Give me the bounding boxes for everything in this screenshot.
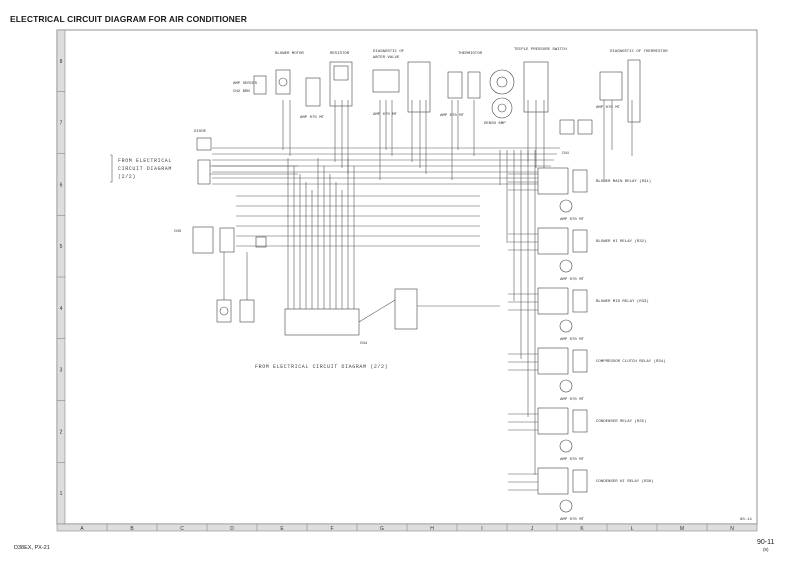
svg-text:(2/2): (2/2)	[118, 174, 136, 180]
relay-label: COMPRESSOR CLUTCH RELAY (R34)	[596, 359, 666, 364]
relay-4: COMPRESSOR CLUTCH RELAY (R34) AMP 070 MT	[508, 347, 666, 402]
thermistor: THERMISTOR AMP 070 MT	[440, 52, 483, 118]
relay-column: BLOWER MAIN RELAY (R31)AMP 070 MTBLOWER …	[508, 167, 666, 522]
from-circuit-bottom-label: FROM ELECTRICAL CIRCUIT DIAGRAM (2/2)	[255, 364, 388, 370]
relay-label: BLOWER MAIN RELAY (R31)	[596, 179, 651, 184]
relay-label: CONDENSER HI RELAY (R36)	[596, 479, 654, 484]
svg-text:DIAGNOSTIC OF THERMISTOR: DIAGNOSTIC OF THERMISTOR	[610, 50, 668, 54]
svg-text:AMP 070 MT: AMP 070 MT	[560, 218, 585, 222]
grid-column-label: L	[631, 526, 634, 532]
grid-row-label: 4	[60, 306, 63, 312]
svg-text:CN1: CN1	[562, 152, 570, 156]
relay-label: BLOWER MID RELAY (R33)	[596, 299, 649, 304]
svg-text:CN3: CN3	[174, 230, 182, 234]
grid-row-label: 1	[60, 491, 63, 497]
triple-pressure-switch: TRIPLE PRESSURE SWITCH DENSO 6MP	[484, 48, 567, 126]
svg-text:DIODE: DIODE	[194, 130, 207, 134]
grid-row-label: 7	[60, 121, 63, 127]
relay-label: CONDENSER RELAY (R35)	[596, 419, 646, 424]
grid-row-label: 2	[60, 429, 63, 435]
grid-row-label: 8	[60, 59, 63, 65]
page-title: ELECTRICAL CIRCUIT DIAGRAM FOR AIR CONDI…	[10, 14, 247, 24]
svg-text:AMP 070 MT: AMP 070 MT	[560, 518, 585, 522]
grid-column-label: J	[531, 526, 534, 532]
svg-text:AMP 070 MT: AMP 070 MT	[440, 114, 465, 118]
relay-2: BLOWER HI RELAY (R32) AMP 070 MT	[508, 227, 646, 282]
page-number-text: 90-11	[757, 539, 775, 546]
revision-label: (9)	[762, 547, 769, 552]
grid-column-label: A	[80, 526, 84, 532]
svg-text:AMP 070 MT: AMP 070 MT	[560, 338, 585, 342]
grid-column-label: G	[380, 526, 384, 532]
diode-group: CN1	[559, 119, 593, 156]
svg-text:AMP 070 MT: AMP 070 MT	[373, 113, 398, 117]
resistor: RESISTOR AMP 070 MT	[300, 52, 353, 120]
relay-label: BLOWER HI RELAY (R32)	[596, 239, 646, 244]
diagram-frame	[56, 29, 758, 525]
grid-column-label: C	[180, 526, 184, 532]
diagnostic-thermistor: DIAGNOSTIC OF THERMISTOR AMP 070 MT	[596, 50, 668, 123]
svg-text:WATER VALVE: WATER VALVE	[373, 56, 400, 60]
cn-left-group: CN3	[174, 226, 267, 323]
model-label: D38EX, PX-21	[14, 545, 50, 551]
svg-text:90-11: 90-11	[740, 518, 753, 522]
svg-text:AMP SERIES: AMP SERIES	[233, 82, 258, 86]
thermistor-label: THERMISTOR	[458, 52, 483, 56]
grid-column-label: H	[430, 526, 434, 532]
grid-column-label: I	[481, 526, 482, 532]
from-circuit-left: FROM ELECTRICAL CIRCUIT DIAGRAM (2/2) DI…	[110, 130, 212, 185]
resistor-label: RESISTOR	[330, 52, 350, 56]
svg-text:AMP 070 MT: AMP 070 MT	[560, 458, 585, 462]
grid-column-label: K	[580, 526, 584, 532]
svg-text:AMP 070 MT: AMP 070 MT	[300, 116, 325, 120]
grid-row-label: 5	[60, 244, 63, 250]
svg-text:AMP 070 MT: AMP 070 MT	[560, 278, 585, 282]
svg-text:AMP 070 MT: AMP 070 MT	[596, 106, 621, 110]
grid-column-label: M	[680, 526, 684, 532]
svg-text:CN2 BRN: CN2 BRN	[233, 90, 250, 94]
grid-column-label: B	[130, 526, 134, 532]
svg-text:AMP 070 MT: AMP 070 MT	[560, 398, 585, 402]
svg-text:FROM ELECTRICAL: FROM ELECTRICAL	[118, 158, 172, 164]
diagnostic-water-valve: DIAGNOSTIC OF WATER VALVE AMP 070 MT	[372, 50, 431, 117]
triple-pressure-switch-label: TRIPLE PRESSURE SWITCH	[514, 48, 567, 52]
grid-column-label: E	[280, 526, 284, 532]
page-number: 90-11 (9)	[757, 539, 774, 552]
grid-column-label: D	[230, 526, 234, 532]
wire-bundle	[210, 100, 633, 475]
grid-column-label: N	[730, 526, 734, 532]
grid-column-label: F	[330, 526, 333, 532]
relay-1: BLOWER MAIN RELAY (R31) AMP 070 MT	[508, 167, 651, 222]
relay-3: BLOWER MID RELAY (R33) AMP 070 MT	[508, 287, 649, 342]
relay-5: CONDENSER RELAY (R35) AMP 070 MT	[508, 407, 646, 462]
svg-text:DIAGNOSTIC OF: DIAGNOSTIC OF	[373, 50, 405, 54]
svg-text:DENSO 6MP: DENSO 6MP	[484, 122, 506, 126]
grid-row-label: 3	[60, 368, 63, 374]
relay-6: CONDENSER HI RELAY (R36) AMP 070 MT	[508, 467, 654, 522]
blower-motor-label: BLOWER MOTOR	[275, 52, 304, 56]
blower-motor: BLOWER MOTOR AMP SERIES CN2 BRN	[233, 52, 304, 95]
bottom-connector: CN4 FROM ELECTRICAL CIRCUIT DIAGRAM (2/2…	[255, 288, 418, 370]
svg-text:CIRCUIT DIAGRAM: CIRCUIT DIAGRAM	[118, 166, 172, 172]
svg-text:CN4: CN4	[360, 342, 368, 346]
grid-row-label: 6	[60, 182, 63, 188]
